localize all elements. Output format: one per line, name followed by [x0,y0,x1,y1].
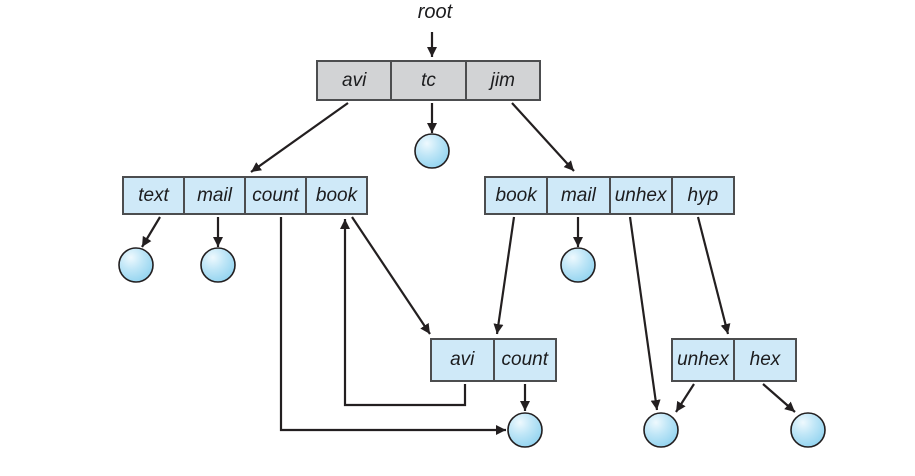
book-subdirectory-box: avi count [430,338,557,382]
avidir-entry-text: text [138,184,169,206]
text-file-icon [118,247,154,283]
bookdir-entry-count: count [492,340,556,380]
root-entry-jim: jim [464,62,539,99]
arrow-subdir-avi-back-to-avidir [340,219,467,407]
arrow-hyp-to-hypdir [696,216,731,335]
mail-left-file-icon [200,247,236,283]
arrow-book-left-to-bookdir [351,216,431,335]
jimdir-entry-mail: mail [546,178,608,213]
root-label: root [417,1,453,23]
jimdir-entry-hyp: hyp [670,178,733,213]
arrow-book-right-to-bookdir [493,216,516,335]
avidir-entry-mail: mail [183,178,244,213]
bookdir-entry-avi: avi [450,349,475,370]
arrow-avi-to-avidir [250,102,349,173]
avidir-entry-book: book [305,178,366,213]
arrow-text-to-file [141,216,161,248]
jimdir-entry-book: book [495,184,537,206]
arrow-unhex-right-to-shared-file [628,216,661,411]
shared-count-file-icon [507,412,543,448]
arrow-subdir-unhex-to-shared-file [675,383,695,413]
avi-directory-box: text mail count book [122,176,368,215]
avidir-entry-count: count [244,178,305,213]
mail-right-file-icon [560,247,596,283]
arrow-subdir-hex-to-file [762,383,796,413]
hypdir-entry-hex: hex [733,340,795,380]
arrow-jim-to-jimdir [511,102,575,172]
shared-unhex-file-icon [643,412,679,448]
root-directory-box: avi tc jim [316,60,541,101]
hyp-subdirectory-box: unhex hex [671,338,797,382]
hex-file-icon [790,412,826,448]
root-entry-tc: tc [390,62,464,99]
hypdir-entry-unhex: unhex [677,349,729,370]
jim-directory-box: book mail unhex hyp [484,176,735,215]
tc-file-icon [414,133,450,169]
jimdir-entry-unhex: unhex [608,178,671,213]
arrow-count-left-to-shared-file [279,217,506,435]
root-entry-avi: avi [342,69,367,91]
